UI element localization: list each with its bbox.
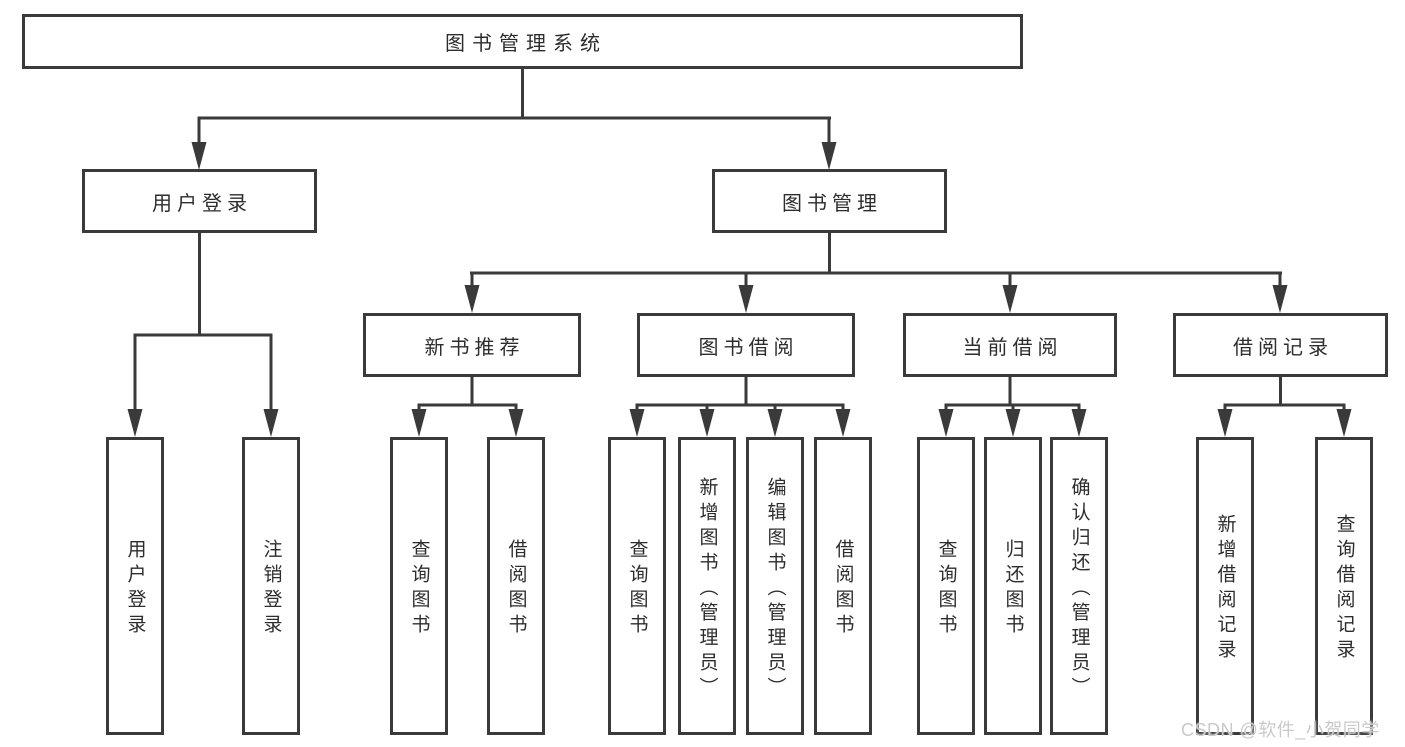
node-root-label: 图书管理系统 [445, 33, 607, 55]
node-book-borrow: 图书借阅 [637, 313, 855, 377]
leaf-user-login: 用户登录 [106, 437, 164, 735]
node-borrow-record-label: 借阅记录 [1233, 336, 1333, 359]
leaf-borrow-book-1-label: 借阅图书 [505, 539, 527, 639]
leaf-user-login-label: 用户登录 [124, 539, 146, 639]
node-new-book-rec: 新书推荐 [363, 313, 581, 377]
leaf-add-book: 新增图书（管理员） [678, 437, 736, 735]
node-current-borrow: 当前借阅 [903, 313, 1117, 377]
arrow-down-icon [1336, 409, 1352, 437]
arrow-down-icon [835, 409, 851, 437]
leaf-add-borrow-record: 新增借阅记录 [1196, 437, 1254, 735]
csdn-watermark: CSDN @软件_小贺同学 [1181, 720, 1380, 740]
arrow-down-icon [464, 285, 480, 313]
node-new-book-rec-label: 新书推荐 [424, 336, 525, 359]
leaf-return-book-label: 归还图书 [1002, 539, 1024, 639]
arrow-down-icon [1272, 285, 1288, 313]
leaf-query-book-1: 查询图书 [390, 437, 448, 735]
leaf-borrow-book-2-label: 借阅图书 [832, 539, 854, 639]
arrow-down-icon [191, 142, 207, 170]
node-root: 图书管理系统 [22, 14, 1023, 69]
arrow-down-icon [1071, 409, 1087, 437]
leaf-add-book-label: 新增图书（管理员） [696, 476, 718, 702]
node-user-login: 用户登录 [82, 169, 317, 233]
leaf-confirm-return: 确认归还（管理员） [1050, 437, 1108, 735]
arrow-down-icon [699, 409, 715, 437]
node-book-borrow-label: 图书借阅 [698, 336, 799, 359]
leaf-return-book: 归还图书 [984, 437, 1042, 735]
arrow-down-icon [938, 409, 954, 437]
leaf-logout: 注销登录 [242, 437, 300, 735]
arrow-down-icon [127, 409, 143, 437]
node-user-login-label: 用户登录 [152, 192, 252, 215]
arrow-down-icon [821, 142, 837, 170]
arrow-down-icon [508, 409, 524, 437]
leaf-query-borrow-record-label: 查询借阅记录 [1333, 514, 1355, 664]
leaf-edit-book: 编辑图书（管理员） [746, 437, 804, 735]
arrow-down-icon [629, 409, 645, 437]
node-borrow-record: 借阅记录 [1173, 313, 1388, 377]
arrow-down-icon [411, 409, 427, 437]
leaf-query-borrow-record: 查询借阅记录 [1315, 437, 1373, 735]
arrow-down-icon [263, 409, 279, 437]
arrow-down-icon [1005, 409, 1021, 437]
leaf-query-book-1-label: 查询图书 [408, 539, 430, 639]
arrow-down-icon [767, 409, 783, 437]
node-book-mgmt: 图书管理 [712, 169, 947, 233]
arrow-down-icon [738, 285, 754, 313]
leaf-add-borrow-record-label: 新增借阅记录 [1214, 514, 1236, 664]
node-current-borrow-label: 当前借阅 [962, 336, 1063, 359]
arrow-down-icon [1002, 285, 1018, 313]
leaf-query-book-2-label: 查询图书 [626, 539, 648, 639]
leaf-edit-book-label: 编辑图书（管理员） [764, 476, 786, 702]
arrow-down-icon [1217, 409, 1233, 437]
leaf-query-book-3-label: 查询图书 [935, 539, 957, 639]
leaf-logout-label: 注销登录 [260, 539, 282, 639]
leaf-query-book-2: 查询图书 [608, 437, 666, 735]
leaf-query-book-3: 查询图书 [917, 437, 975, 735]
leaf-confirm-return-label: 确认归还（管理员） [1068, 476, 1090, 702]
node-book-mgmt-label: 图书管理 [782, 192, 882, 215]
leaf-borrow-book-2: 借阅图书 [814, 437, 872, 735]
leaf-borrow-book-1: 借阅图书 [487, 437, 545, 735]
